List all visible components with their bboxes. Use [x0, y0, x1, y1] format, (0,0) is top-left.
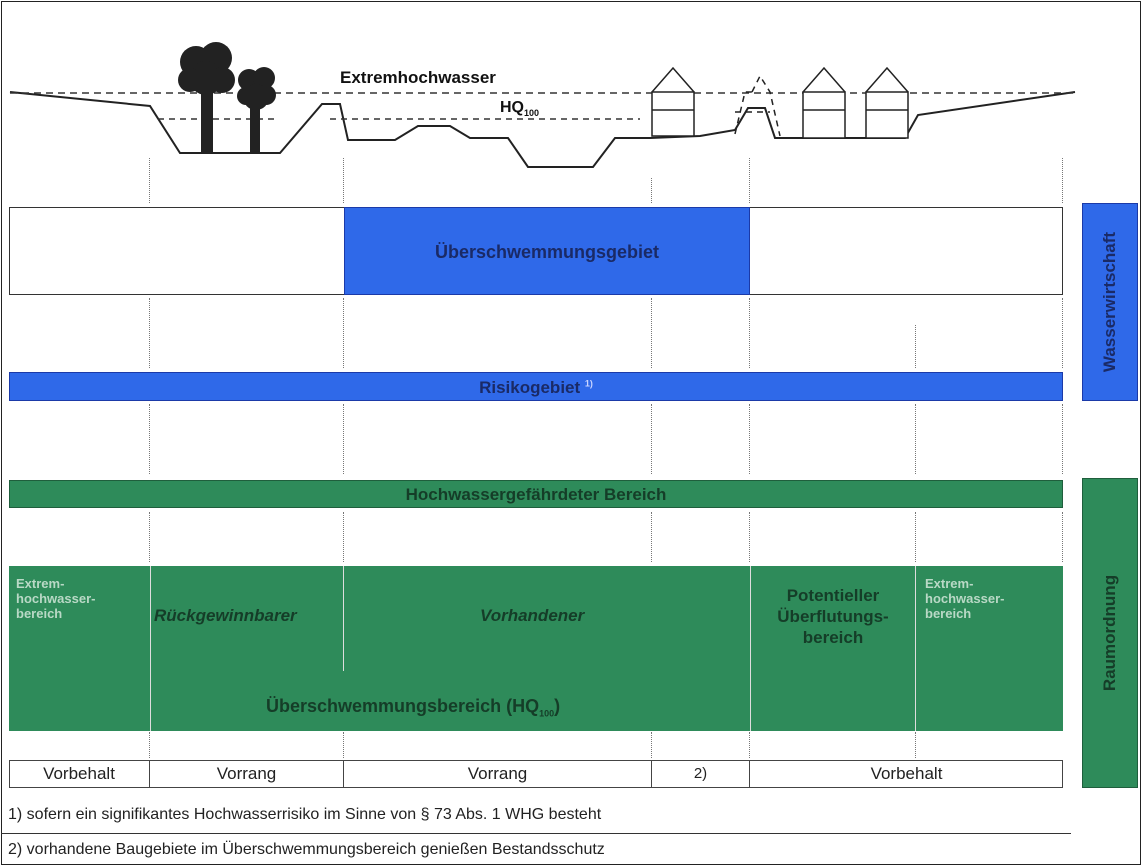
extreme-right-label: Extrem- hochwasser- bereich [925, 576, 1005, 621]
risk-area-bar: Risikogebiet 1) [9, 372, 1063, 401]
zone-divider [343, 158, 344, 203]
designation-row [9, 760, 1063, 788]
potential-label: Potentieller Überflutungs- bereich [777, 586, 889, 647]
extreme-left-label: Extrem- hochwasser- bereich [16, 576, 96, 621]
designation-cell: Vorrang [344, 760, 652, 788]
endangered-area-bar: Hochwassergefährdeter Bereich [9, 480, 1063, 508]
terrain-cross-section [9, 42, 1076, 168]
hq100-label: HQ100 [500, 99, 540, 119]
house-icon-2 [802, 66, 846, 139]
zone-border [343, 566, 344, 671]
zone-divider [915, 512, 916, 562]
zone-divider [149, 404, 150, 474]
zone-divider [749, 732, 750, 758]
water-management-label: Wasserwirtschaft [1082, 203, 1138, 401]
zone-divider [651, 732, 652, 758]
zone-divider [343, 512, 344, 562]
zone-divider [1062, 512, 1063, 562]
zone-divider [749, 298, 750, 368]
zone-divider [749, 512, 750, 562]
designation-cell: Vorrang [150, 760, 344, 788]
zone-divider [749, 158, 750, 203]
endangered-area-label: Hochwassergefährdeter Bereich [405, 485, 667, 504]
risk-area-label: Risikogebiet 1) [479, 378, 593, 397]
zone-divider [343, 404, 344, 474]
recoverable-label: Rückgewinnbarer [154, 606, 297, 625]
zone-divider [149, 158, 150, 203]
spatial-planning-label: Raumordnung [1082, 478, 1138, 788]
zone-divider [343, 298, 344, 368]
extreme-flood-label: Extremhochwasser [340, 68, 496, 87]
zone-divider [651, 178, 652, 203]
zone-divider [651, 298, 652, 368]
house-icon-1 [651, 66, 695, 137]
existing-label: Vorhandener [480, 606, 585, 625]
tree-small-icon [237, 67, 276, 154]
zone-border [150, 566, 151, 731]
floodplain-label: Überschwemmungsgebiet [434, 242, 660, 262]
floodplain-area: Überschwemmungsgebiet [344, 207, 750, 295]
zone-divider [149, 512, 150, 562]
zone-divider [149, 298, 150, 368]
designation-cell: Vorbehalt [870, 764, 943, 783]
zone-divider [1062, 158, 1063, 203]
zone-divider [651, 404, 652, 474]
tree-large-icon [178, 42, 235, 154]
zone-divider [915, 325, 916, 368]
zone-border [915, 566, 916, 731]
zone-divider [149, 732, 150, 758]
zone-divider [915, 404, 916, 474]
ground-profile [9, 91, 1076, 168]
zone-divider [915, 732, 916, 758]
zone-divider [651, 512, 652, 562]
flood-zones-block [9, 566, 1063, 731]
zone-border [750, 566, 751, 731]
footnote-1: 1) sofern ein signifikantes Hochwasserri… [8, 806, 602, 823]
designation-cell: Vorbehalt [9, 760, 150, 788]
house-icon-3 [865, 66, 909, 139]
floodzone-label: Überschwemmungsbereich (HQ100) [266, 696, 561, 719]
designation-cell: 2) [652, 760, 750, 788]
zone-divider [1062, 298, 1063, 368]
zone-divider [1062, 404, 1063, 474]
zone-divider [749, 404, 750, 474]
house-icon-dashed [734, 74, 781, 137]
footnote-divider [1, 833, 1071, 834]
footnote-2: 2) vorhandene Baugebiete im Überschwemmu… [8, 841, 605, 858]
zone-divider [343, 732, 344, 758]
